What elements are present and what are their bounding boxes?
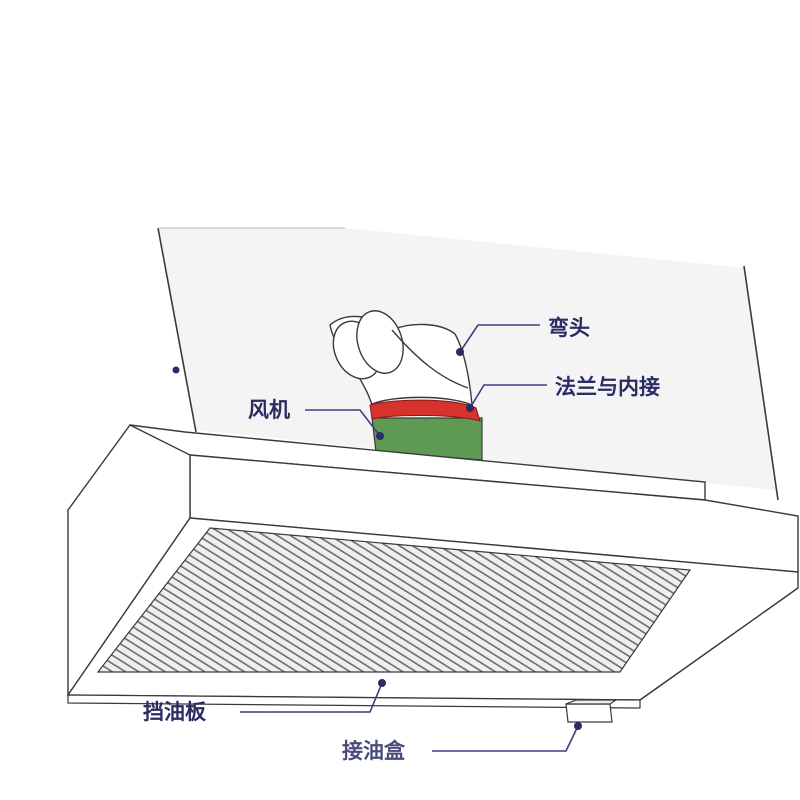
fan-leader <box>305 409 381 437</box>
flange-inner-joint-label: 法兰与内接 <box>555 375 660 399</box>
flange-ring <box>369 399 481 422</box>
fan-label: 风机 <box>248 398 290 422</box>
baffle-leader <box>240 682 383 713</box>
leader-lines <box>240 324 579 752</box>
elbow <box>329 310 473 406</box>
wall-panel <box>158 228 775 490</box>
baffle-plate-label: 挡油板 <box>143 700 206 724</box>
wall-left-edge <box>157 227 197 433</box>
oil-cup <box>565 699 618 723</box>
elbow-label: 弯头 <box>548 316 590 340</box>
hood-front-lip <box>67 694 641 709</box>
wall-right-edge <box>743 265 779 501</box>
leader-dots <box>172 348 582 730</box>
oil-cup-label: 接油盒 <box>342 739 405 763</box>
oil-cup-leader <box>432 725 579 752</box>
elbow-leader <box>459 324 540 353</box>
baffle-grille <box>96 527 692 673</box>
flange-leader <box>469 384 547 409</box>
